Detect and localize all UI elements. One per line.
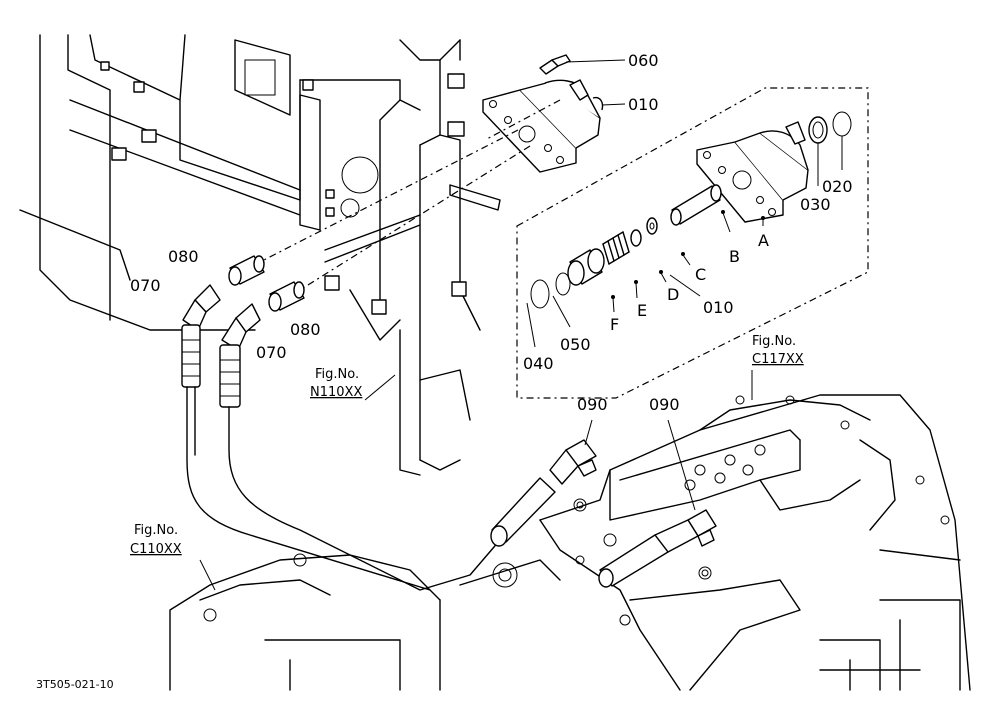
label-090-right: 090 [649, 395, 680, 414]
leader-lines [526, 59, 843, 348]
chassis-frame [19, 34, 501, 476]
fitting-080-upper [228, 255, 265, 286]
drawing-code: 3T505-021-10 [36, 678, 114, 691]
fig-ref-n110-code: N110XX [310, 385, 362, 400]
fig-ref-c110-code: C110XX [130, 542, 182, 557]
label-F: F [610, 315, 619, 334]
label-010-top: 010 [628, 95, 659, 114]
label-040: 040 [523, 354, 554, 373]
leaders-090 [584, 419, 696, 511]
ring-D [630, 229, 642, 247]
plug-F [567, 248, 605, 286]
label-080-upper: 080 [168, 247, 199, 266]
spring-E [602, 231, 630, 265]
fig-ref-c117-code: C117XX [752, 352, 804, 367]
label-B: B [729, 247, 740, 266]
figure-references: Fig.No. N110XX Fig.No. C117XX Fig.No. C1… [130, 334, 804, 557]
elbow-fitting-090-left [490, 439, 597, 547]
snap-ring-020 [832, 111, 852, 137]
transmission-housing [169, 394, 971, 691]
label-C: C [695, 265, 706, 284]
label-A: A [758, 231, 769, 250]
elbow-fitting-090-right [598, 509, 717, 588]
ring-030 [808, 116, 828, 144]
snap-ring-040 [530, 279, 550, 309]
label-090-left: 090 [577, 395, 608, 414]
label-D: D [667, 285, 679, 304]
detail-box [516, 87, 869, 399]
hose-070-right [219, 303, 501, 591]
label-010-detail: 010 [703, 298, 734, 317]
label-020: 020 [822, 177, 853, 196]
fig-ref-n110-prefix: Fig.No. [315, 367, 359, 382]
fig-ref-leaders [199, 370, 753, 591]
part-labels: 060 010 020 030 A B C D 010 E F 050 040 … [130, 51, 853, 414]
valve-body-A [696, 121, 809, 223]
fig-ref-c110-prefix: Fig.No. [134, 523, 178, 538]
washer-C [646, 217, 658, 235]
label-080-lower: 080 [290, 320, 321, 339]
label-070-right: 070 [256, 343, 287, 362]
fitting-080-lower [268, 281, 305, 312]
fig-ref-c117-prefix: Fig.No. [752, 334, 796, 349]
label-E: E [637, 301, 647, 320]
label-050: 050 [560, 335, 591, 354]
label-060: 060 [628, 51, 659, 70]
screw-060 [539, 54, 571, 75]
valve-assembly-010 [482, 79, 604, 173]
o-ring-050 [555, 272, 571, 296]
projection-lines [259, 99, 561, 291]
label-070-left: 070 [130, 276, 161, 295]
spool-B [670, 184, 722, 226]
label-030: 030 [800, 195, 831, 214]
hose-070-left [181, 284, 431, 591]
